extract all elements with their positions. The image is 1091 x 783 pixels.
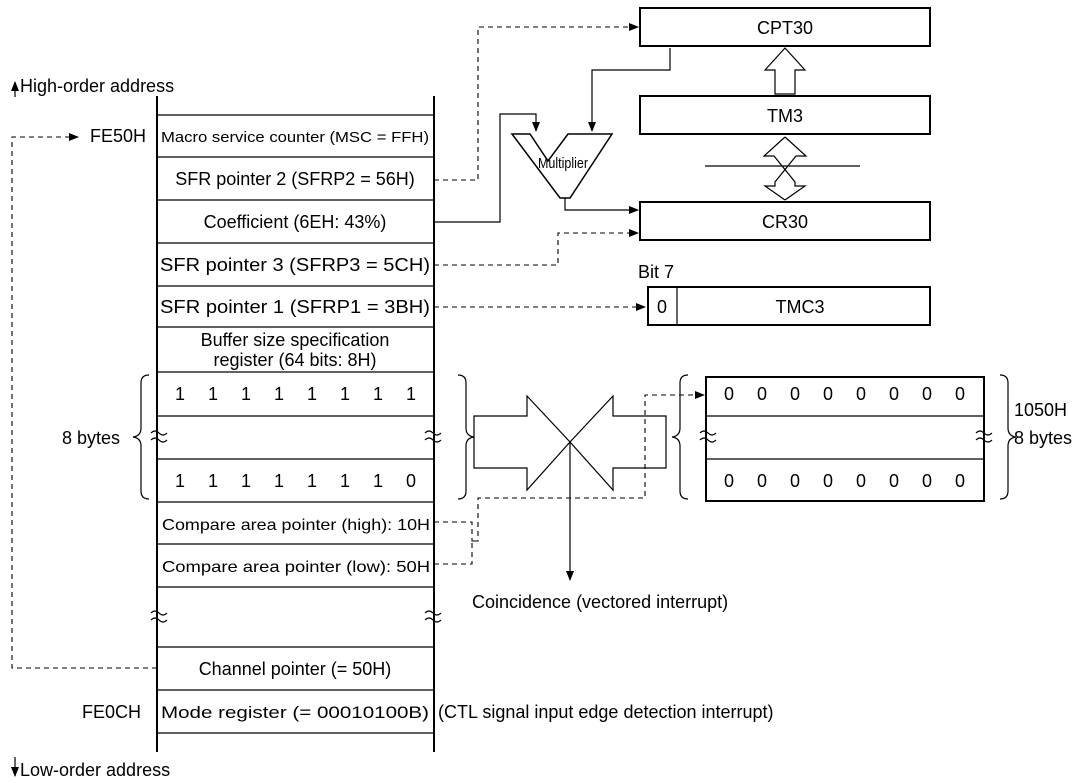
cpt30-to-multiplier (588, 48, 671, 132)
sfrp3-to-cr30 (434, 229, 639, 266)
eight-bytes-left: 8 bytes (62, 428, 120, 448)
compare-bit: 0 (856, 384, 866, 404)
compare-top-bits: 0 0 0 0 0 0 0 0 (724, 384, 965, 404)
multiplier-label: Multiplier (538, 155, 588, 172)
cr30-label: CR30 (762, 212, 808, 232)
buffer-bit: 1 (307, 471, 317, 491)
low-order-text: Low-order address (20, 760, 170, 780)
buffer-bit: 1 (373, 471, 383, 491)
buffer-bit: 1 (208, 384, 218, 404)
compare-area: 0 0 0 0 0 0 0 0 0 0 0 0 0 0 0 0 (699, 376, 993, 502)
coefficient-to-multiplier (434, 113, 540, 223)
compare-pointer-to-area (434, 391, 705, 565)
channel-pointer-link (11, 133, 157, 669)
compare-bit: 0 (955, 384, 965, 404)
compare-bit: 0 (856, 471, 866, 491)
buffer-bit: 1 (175, 384, 185, 404)
memory-break-marks (150, 430, 442, 623)
cr30-register (639, 201, 931, 241)
buffer-bit: 1 (274, 384, 284, 404)
compare-high-link (434, 521, 478, 542)
compare-area-pointer-low: Compare area pointer (low): 50H (162, 559, 430, 576)
compare-bit: 0 (823, 384, 833, 404)
buffer-bit: 1 (340, 384, 350, 404)
compare-arrows (473, 394, 667, 492)
tmc3-register (647, 286, 931, 326)
compare-bit: 0 (955, 471, 965, 491)
buffer-bit: 1 (175, 471, 185, 491)
channel-pointer: Channel pointer (= 50H) (199, 659, 392, 679)
compare-bit: 0 (757, 384, 767, 404)
tm3-register (639, 95, 931, 135)
compare-bit: 0 (889, 471, 899, 491)
buffer-bottom-bits: 1 1 1 1 1 1 1 0 (175, 471, 416, 491)
compare-address: 1050H (1014, 400, 1067, 420)
macro-service-counter: Macro service counter (MSC = FFH) (161, 129, 429, 146)
cpt30-label: CPT30 (757, 18, 813, 38)
buffer-top-bits: 1 1 1 1 1 1 1 1 (175, 384, 416, 404)
compare-bottom-bits: 0 0 0 0 0 0 0 0 (724, 471, 965, 491)
sfrp2-to-cpt30 (434, 23, 639, 181)
buffer-bit: 1 (208, 471, 218, 491)
buffer-bit: 1 (241, 471, 251, 491)
tm3-cr30-transfer (705, 136, 860, 201)
sfr-pointer-3: SFR pointer 3 (SFRP3 = 5CH) (160, 255, 430, 275)
address-fe0ch: FE0CH (82, 702, 141, 722)
buffer-size-line2: register (64 bits: 8H) (213, 350, 376, 370)
high-order-address-label: High-order address (11, 76, 174, 97)
compare-bit: 0 (790, 384, 800, 404)
compare-bit: 0 (823, 471, 833, 491)
buffer-bit: 1 (373, 384, 383, 404)
sfr-pointer-2: SFR pointer 2 (SFRP2 = 56H) (175, 169, 415, 189)
buffer-size-line1: Buffer size specification (201, 330, 390, 350)
compare-bit: 0 (922, 471, 932, 491)
multiplier-to-cr30 (564, 198, 639, 214)
bit7-label: Bit 7 (638, 262, 674, 282)
compare-left-brace (671, 374, 689, 500)
coefficient: Coefficient (6EH: 43%) (204, 212, 387, 232)
memory-map: Macro service counter (MSC = FFH) SFR po… (150, 96, 442, 752)
compare-bit: 0 (757, 471, 767, 491)
coincidence-label: Coincidence (vectored interrupt) (472, 592, 728, 612)
address-fe50h: FE50H (90, 126, 146, 146)
high-order-text: High-order address (20, 76, 174, 96)
mode-register: Mode register (= 00010100B) (161, 703, 429, 722)
low-order-address-label: Low-order address (11, 757, 170, 780)
left-brace (132, 374, 150, 500)
compare-area-pointer-high: Compare area pointer (high): 10H (162, 517, 430, 534)
cpt30-register (639, 7, 931, 47)
buffer-bit: 1 (274, 471, 284, 491)
buffer-right-brace (457, 374, 475, 500)
buffer-bit: 1 (340, 471, 350, 491)
compare-bit: 0 (922, 384, 932, 404)
tmc3-label: TMC3 (776, 297, 825, 317)
buffer-bit: 1 (406, 384, 416, 404)
tmc3-bit7-value: 0 (657, 297, 667, 317)
multiplier-shape (510, 133, 614, 199)
tm3-label: TM3 (767, 106, 803, 126)
ctl-note: (CTL signal input edge detection interru… (438, 702, 774, 722)
compare-bit: 0 (790, 471, 800, 491)
compare-bit: 0 (724, 471, 734, 491)
tm3-to-cpt30-arrow (763, 47, 807, 95)
buffer-bit: 1 (307, 384, 317, 404)
buffer-bit: 1 (241, 384, 251, 404)
compare-right-brace (999, 374, 1017, 500)
sfr-pointer-1: SFR pointer 1 (SFRP1 = 3BH) (160, 297, 430, 317)
buffer-bit: 0 (406, 471, 416, 491)
compare-bit: 0 (889, 384, 899, 404)
eight-bytes-right: 8 bytes (1014, 428, 1072, 448)
compare-bit: 0 (724, 384, 734, 404)
